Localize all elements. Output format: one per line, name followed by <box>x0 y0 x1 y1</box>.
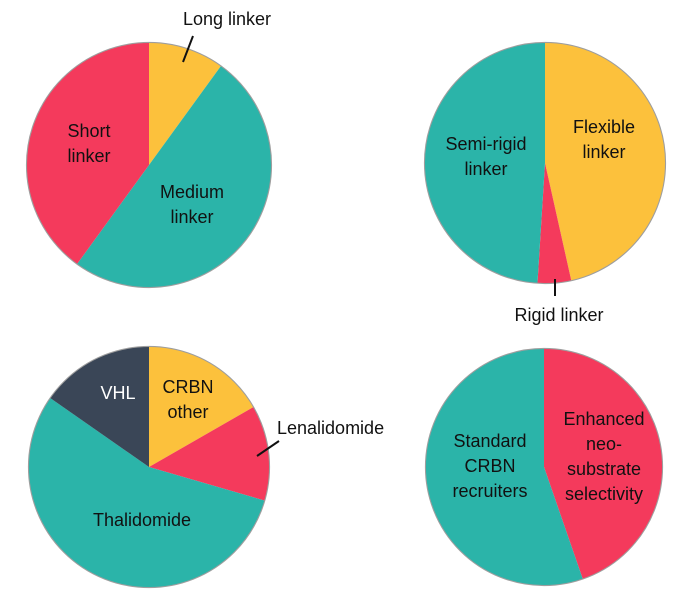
semi-rigid-linker-label: Semi-rigid linker <box>445 134 527 179</box>
pie-linker-flexibility <box>423 41 667 285</box>
pie-slice-rigid-linker <box>537 163 572 284</box>
pie-linker-length <box>25 41 273 289</box>
pie-crbn-selectivity <box>424 347 664 587</box>
pie-outline <box>423 41 667 285</box>
crbn-other-label: CRBN other <box>162 377 214 422</box>
pie-slice-thalidomide <box>28 397 265 588</box>
pie-slice-semi-rigid-linker <box>424 42 545 284</box>
pie-slice-long-linker <box>149 42 222 165</box>
medium-linker-label: Medium linker <box>159 182 225 227</box>
pie-slice-flexible-linker <box>545 42 666 281</box>
lenalidomide-label: Lenalidomide <box>277 418 385 438</box>
short-linker-label: Short linker <box>67 121 111 166</box>
pie-e3-recruiters <box>27 345 271 589</box>
vhl-label: VHL <box>100 383 136 403</box>
flexible-linker-label: Flexible linker <box>572 117 636 162</box>
pie-outline <box>25 41 273 289</box>
thalidomide-label: Thalidomide <box>92 510 192 530</box>
rigid-linker-label: Rigid linker <box>514 305 604 325</box>
pie-slice-short-linker <box>26 42 149 265</box>
pie-slice-standard-crbn-recruiters <box>425 348 583 586</box>
enhanced-neo-substrate-label: Enhanced neo-substrate selectivity <box>563 409 645 504</box>
pie-slice-vhl <box>50 346 149 467</box>
pie-outline <box>424 347 664 587</box>
pie-slice-lenalidomide <box>149 406 270 501</box>
pie-slice-medium-linker <box>76 65 272 288</box>
pie-outline <box>27 345 271 589</box>
long-linker-label: Long linker <box>182 9 272 29</box>
pie-slice-crbn-other <box>149 346 254 467</box>
pie-slice-enhanced-neo-substrate-selectivity <box>544 348 663 580</box>
standard-crbn-recruiters-label: Standard CRBN recruiters <box>452 431 528 501</box>
